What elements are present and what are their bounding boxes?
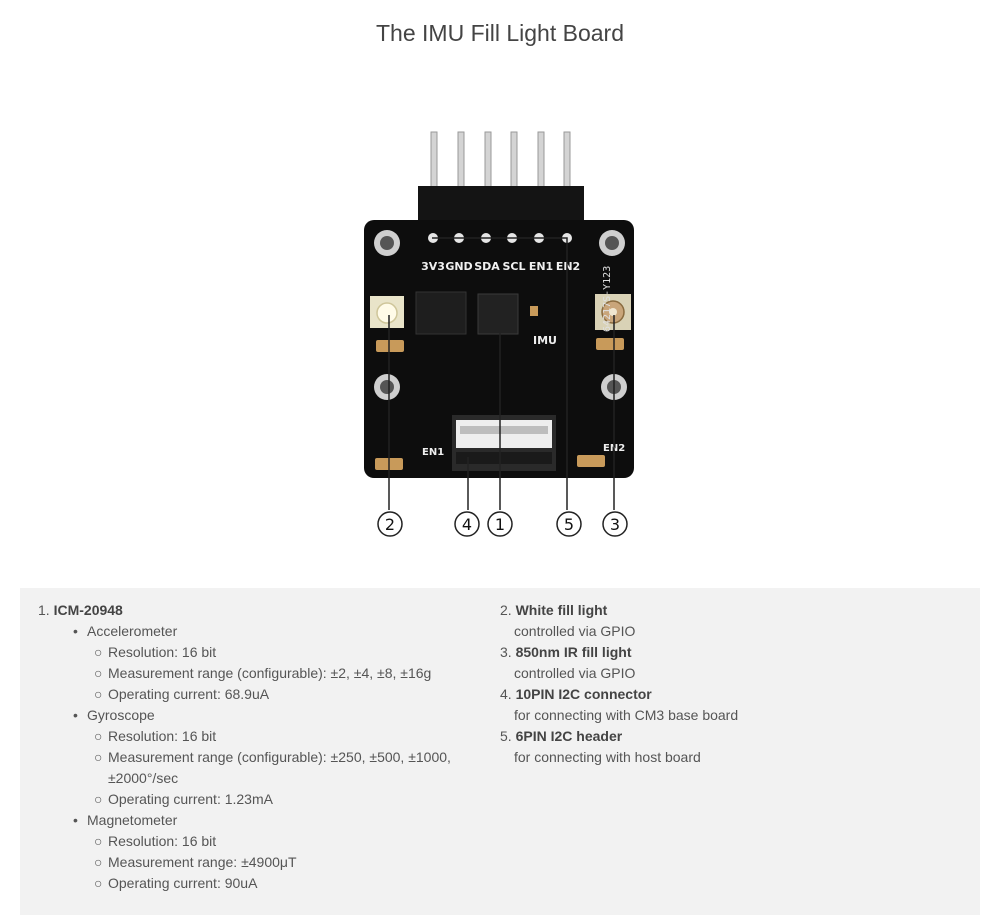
page-title: The IMU Fill Light Board [376,20,624,46]
pin-label-sda: SDA [474,260,500,273]
pin-label-3v3: 3V3 [421,260,445,273]
pin-label-en1: EN1 [529,260,553,273]
list-item: 3. 850nm IR fill light [500,644,632,660]
list-item: ○Resolution: 16 bit [94,833,217,849]
list-item: ○Resolution: 16 bit [94,644,217,660]
list-item: •Magnetometer [73,812,178,828]
list-item: ○Resolution: 16 bit [94,728,217,744]
white-fill-light [370,296,404,328]
spec-list-left: 1. ICM-20948 •Accelerometer ○Resolution:… [38,600,458,894]
svg-text:2: 2 [385,515,395,534]
list-item: ○Measurement range: ±4900μT [94,854,297,870]
item-desc: controlled via GPIO [514,623,636,639]
item-desc: for connecting with CM3 base board [514,707,739,723]
svg-text:3: 3 [610,515,620,534]
leader-lines [388,237,615,510]
list-item-continuation: ±2000°/sec [108,770,179,786]
item-title: ICM-20948 [53,602,123,618]
imu-silk: IMU [533,334,557,347]
pin-header-body [418,186,584,226]
fpc-connector [452,415,556,471]
en1-silk: EN1 [422,447,444,458]
mounting-holes [374,230,627,400]
list-item: •Gyroscope [73,707,155,723]
list-item: ○Operating current: 90uA [94,875,258,891]
list-item: ○Measurement range (configurable): ±250,… [94,749,451,765]
list-item: 5. 6PIN I2C header [500,728,623,744]
list-item: 1. ICM-20948 [38,602,123,618]
svg-text:1: 1 [495,515,505,534]
callout-5: 5 [556,511,582,537]
regulator-chip [415,291,467,335]
list-item: ○Operating current: 1.23mA [94,791,273,807]
callout-2: 2 [377,511,403,537]
pin-label-gnd: GND [445,260,472,273]
pin-label-en2: EN2 [556,260,580,273]
board-illustration: 3V3 GND SDA SCL EN1 EN2 IMU 64217S-Y123 … [364,131,634,537]
list-item: ○Operating current: 68.9uA [94,686,270,702]
list-item: •Accelerometer [73,623,178,639]
header-pins [430,131,571,191]
item-desc: controlled via GPIO [514,665,636,681]
ir-fill-light [595,294,631,330]
callout-4: 4 [454,511,480,537]
list-item: 4. 10PIN I2C connector [500,686,652,702]
list-item: 2. White fill light [500,602,608,618]
svg-text:4: 4 [462,515,472,534]
svg-text:5: 5 [564,515,574,534]
callout-1: 1 [487,511,513,537]
imu-chip [477,293,519,335]
silk-code: 64217S-Y123 [602,266,613,332]
callout-3: 3 [602,511,628,537]
spec-list-right: 2. White fill light controlled via GPIO … [500,600,960,768]
pin-label-scl: SCL [502,260,525,273]
item-desc: for connecting with host board [514,749,701,765]
list-item: ○Measurement range (configurable): ±2, ±… [94,665,432,681]
spec-panel: 1. ICM-20948 •Accelerometer ○Resolution:… [20,588,980,915]
